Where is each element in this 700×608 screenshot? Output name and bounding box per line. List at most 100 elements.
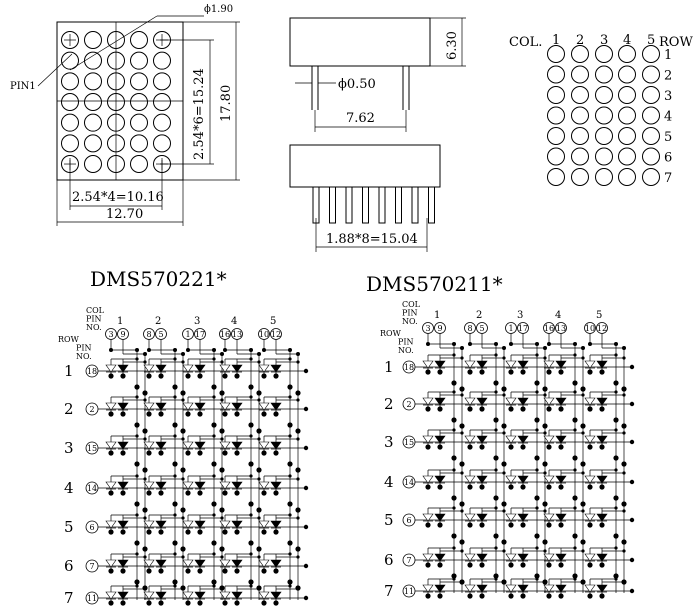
led-black — [155, 364, 167, 373]
legend-row-number: 3 — [664, 89, 672, 104]
junction-dot — [573, 428, 577, 432]
led-white — [219, 441, 231, 450]
junction-dot — [452, 468, 456, 472]
junction-dot — [509, 342, 513, 346]
front-lamp — [153, 51, 171, 70]
legend-lamp — [618, 86, 636, 104]
junction-dot — [296, 398, 300, 402]
junction-dot — [572, 455, 578, 461]
front-lamp — [130, 31, 148, 49]
legend-lamp — [642, 45, 660, 63]
led-white — [182, 481, 194, 490]
led-black — [194, 402, 206, 411]
led-black — [231, 591, 243, 600]
junction-dot — [573, 390, 577, 394]
led-cell — [143, 584, 185, 606]
row-number-label: 5 — [64, 518, 74, 536]
junction-dot — [108, 600, 114, 606]
front-lamp — [130, 72, 148, 91]
total-height-label: 17.80 — [219, 85, 234, 122]
junction-dot — [256, 390, 262, 396]
junction-dot — [146, 411, 152, 417]
led-black — [231, 441, 243, 450]
led-white — [143, 441, 155, 450]
led-black — [555, 360, 567, 369]
led-white — [105, 481, 117, 490]
legend-row-number: 7 — [664, 171, 672, 186]
junction-dot — [222, 373, 228, 379]
led-white — [464, 360, 476, 369]
junction-dot — [622, 393, 626, 397]
led-white — [143, 402, 155, 411]
column-pin-number: 10 — [585, 324, 595, 333]
junction-dot — [146, 568, 152, 574]
junction-dot — [622, 431, 626, 435]
junction-dot — [501, 539, 507, 545]
junction-dot — [425, 369, 431, 375]
led-cell — [422, 353, 465, 392]
junction-dot — [173, 552, 177, 556]
junction-dot — [581, 393, 585, 397]
junction-dot — [287, 501, 293, 507]
front-lamp — [61, 51, 79, 70]
junction-dot — [502, 549, 506, 553]
junction-dot — [599, 444, 605, 450]
led-white — [219, 481, 231, 490]
legend-lamp — [595, 127, 613, 145]
junction-dot — [572, 573, 578, 579]
junction-dot — [437, 484, 443, 490]
row-pin-number: 11 — [87, 594, 97, 603]
legend-column-number: 5 — [647, 33, 655, 48]
row-pin-number: 18 — [87, 367, 97, 376]
junction-dot — [534, 573, 540, 579]
junction-dot — [508, 369, 514, 375]
led-black — [476, 553, 488, 562]
led-black — [555, 435, 567, 444]
row-number-label: 7 — [384, 582, 394, 600]
junction-dot — [451, 417, 457, 423]
led-white — [258, 520, 270, 529]
junction-dot — [212, 434, 216, 438]
junction-dot — [296, 555, 300, 559]
junction-dot — [134, 501, 140, 507]
junction-dot — [534, 380, 540, 386]
junction-dot — [135, 395, 139, 399]
junction-dot — [520, 593, 526, 599]
led-black — [555, 513, 567, 522]
legend-lamp — [571, 106, 589, 125]
legend-lamp — [571, 86, 589, 104]
led-white — [584, 475, 596, 484]
junction-dot — [185, 529, 191, 535]
led-cell — [505, 577, 547, 599]
pin1-label: PIN1 — [10, 81, 36, 92]
led-white — [464, 397, 476, 406]
led-black — [476, 435, 488, 444]
junction-dot — [108, 373, 114, 379]
junction-dot — [573, 546, 577, 550]
led-black — [434, 553, 446, 562]
led-cell — [543, 468, 586, 507]
legend-lamp — [547, 86, 565, 104]
junction-dot — [211, 461, 217, 467]
junction-dot — [501, 386, 507, 392]
led-cell — [105, 584, 147, 606]
junction-dot — [467, 406, 473, 412]
junction-dot — [261, 529, 267, 535]
junction-dot — [502, 431, 506, 435]
junction-dot — [173, 348, 177, 352]
junction-dot — [502, 471, 506, 475]
schematic-led-cells — [105, 357, 301, 606]
junction-dot — [287, 579, 293, 585]
led-white — [219, 520, 231, 529]
junction-dot — [135, 348, 139, 352]
junction-dot — [558, 369, 564, 375]
junction-dot — [425, 406, 431, 412]
junction-dot — [599, 369, 605, 375]
junction-dot — [542, 539, 548, 545]
led-cell — [464, 353, 507, 392]
led-cell — [219, 434, 262, 473]
vertical-pitch-label: 2.54*6=15.24 — [192, 68, 207, 160]
row-pin-number: 18 — [404, 363, 414, 372]
led-cell — [464, 506, 507, 545]
